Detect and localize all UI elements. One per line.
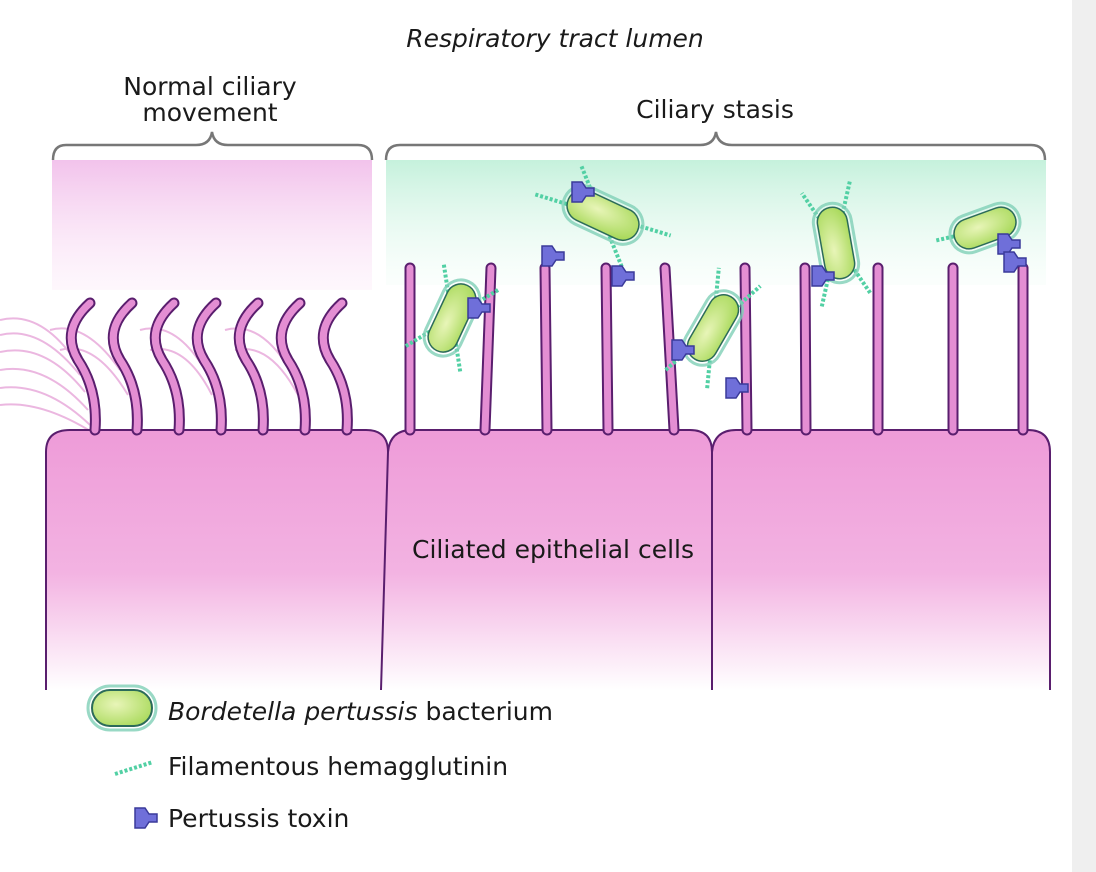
- normal-zone: [51, 131, 374, 290]
- epithelial-cells-label: Ciliated epithelial cells: [412, 535, 694, 564]
- bacteria: [404, 165, 1027, 399]
- legend-bacterium-species: Bordetella pertussis: [168, 697, 418, 726]
- stasis-zone: [384, 131, 1047, 285]
- legend-bacterium-label: Bordetella pertussis bacterium: [168, 699, 553, 725]
- normal-movement-label-line2: movement: [142, 98, 278, 127]
- ciliary-stasis-label: Ciliary stasis: [636, 95, 794, 124]
- legend-bacterium-icon: [86, 684, 158, 732]
- epithelial-cells: [45, 429, 1051, 691]
- ciliary-stasis-diagram: [0, 131, 1051, 829]
- legend-bacterium-suffix: bacterium: [417, 697, 554, 726]
- legend-toxin-label: Pertussis toxin: [168, 804, 350, 833]
- legend-filament-icon: [114, 760, 154, 776]
- legend-hemagglutinin-label: Filamentous hemagglutinin: [168, 752, 509, 781]
- lumen-title: Respiratory tract lumen: [406, 24, 704, 53]
- page-edge-strip: [1072, 0, 1096, 872]
- legend-toxin-icon: [134, 807, 158, 829]
- cell-1: [45, 429, 389, 690]
- normal-movement-label-line1: Normal ciliary: [123, 72, 297, 101]
- cell-3: [711, 429, 1051, 690]
